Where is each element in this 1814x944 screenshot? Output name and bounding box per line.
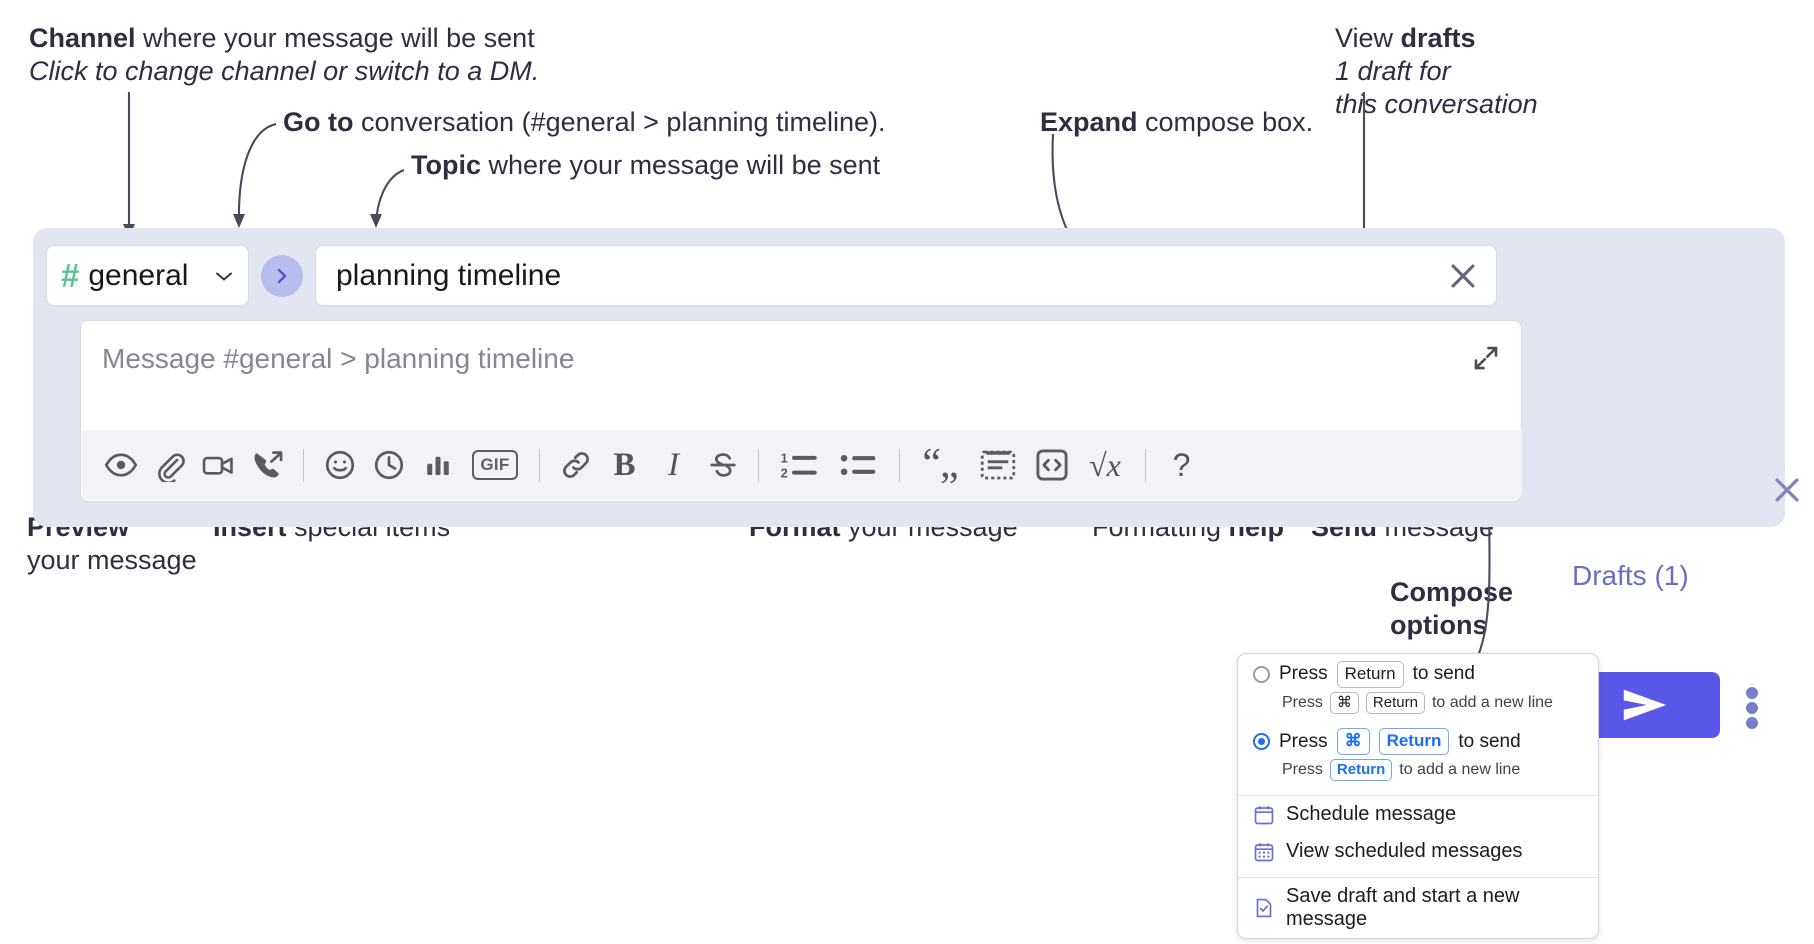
compose-header-row: # general planning timeline: [46, 245, 1497, 306]
kbd-return: Return: [1365, 691, 1425, 715]
calendar-grid-icon: [1254, 843, 1274, 862]
send-option-cmd-return[interactable]: Press ⌘ Return to send: [1238, 721, 1598, 758]
link-icon[interactable]: [551, 441, 600, 490]
annotation-channel-line2: Click to change channel or switch to a D…: [29, 55, 540, 86]
kebab-dot: [1746, 702, 1758, 714]
toolbar-divider: [899, 448, 900, 482]
chevron-right-icon: [277, 268, 287, 283]
menu-item-label: Schedule message: [1286, 803, 1457, 826]
menu-item-view-scheduled-messages[interactable]: View scheduled messages: [1238, 833, 1598, 870]
channel-name-label: general: [88, 258, 189, 292]
bold-icon[interactable]: B: [613, 446, 636, 483]
message-input-panel[interactable]: Message #general > planning timeline: [80, 320, 1522, 502]
menu-item-schedule-message[interactable]: Schedule message: [1238, 796, 1598, 833]
close-icon[interactable]: [1770, 473, 1804, 507]
drafts-link[interactable]: Drafts (1): [1572, 560, 1689, 591]
math-label: √x: [1089, 446, 1121, 483]
preview-icon[interactable]: [96, 441, 145, 490]
bulleted-list-icon[interactable]: [830, 441, 888, 490]
menu-divider: [1238, 795, 1598, 797]
kbd-return: Return: [1329, 759, 1393, 782]
compose-options-button[interactable]: [1746, 687, 1758, 729]
kbd-return: Return: [1336, 661, 1404, 688]
file-check-icon: [1256, 899, 1272, 918]
call-transfer-icon[interactable]: [243, 441, 292, 490]
compose-main: # general planning timeline: [33, 228, 1535, 527]
radio-cmd-return[interactable]: [1253, 733, 1270, 751]
menu-item-label: Save draft and start a new message: [1286, 885, 1520, 931]
expand-icon[interactable]: [1471, 343, 1501, 373]
option1-sub-pre: Press: [1282, 694, 1323, 712]
help-label: ?: [1172, 446, 1191, 483]
menu-item-save-draft[interactable]: Save draft and start a new message: [1238, 878, 1598, 938]
kbd-command: ⌘: [1329, 691, 1359, 715]
paperclip-icon[interactable]: [145, 441, 194, 490]
calendar-icon: [1254, 806, 1274, 825]
option1-sub-post: to add a new line: [1431, 694, 1553, 712]
menu-item-label: View scheduled messages: [1286, 840, 1523, 863]
svg-text:1: 1: [781, 450, 788, 465]
strikethrough-icon[interactable]: [698, 441, 747, 490]
annotation-channel: Channel where your message will be sent …: [29, 22, 539, 88]
video-icon[interactable]: [194, 441, 243, 490]
option2-sub-pre: Press: [1282, 761, 1323, 779]
kbd-command: ⌘: [1336, 728, 1370, 756]
ordered-list-icon[interactable]: 1 2: [770, 441, 830, 490]
help-icon[interactable]: ?: [1157, 441, 1206, 490]
code-icon[interactable]: [1027, 441, 1076, 490]
emoji-icon[interactable]: [315, 441, 364, 490]
poll-icon[interactable]: [413, 441, 462, 490]
annotation-goto: Go to conversation (#general > planning …: [283, 107, 886, 137]
goto-conversation-button[interactable]: [261, 254, 303, 297]
menu-divider: [1238, 877, 1598, 879]
toolbar-divider: [758, 448, 759, 482]
option2-pre: Press: [1279, 730, 1328, 752]
clock-icon[interactable]: [364, 441, 413, 490]
clear-topic-icon[interactable]: [1446, 259, 1480, 293]
annotation-topic: Topic where your message will be sent: [411, 150, 881, 180]
radio-return[interactable]: [1253, 665, 1270, 683]
gif-label: GIF: [472, 450, 518, 480]
option2-post: to send: [1458, 730, 1521, 752]
send-option-return[interactable]: Press Return to send: [1238, 654, 1598, 691]
send-option-return-hint: Press ⌘ Return to add a new line: [1238, 691, 1598, 721]
compose-options-menu: Press Return to send Press ⌘ Return to a…: [1237, 653, 1599, 940]
kebab-dot: [1746, 687, 1758, 699]
math-icon[interactable]: √x: [1076, 441, 1134, 490]
kbd-return: Return: [1378, 728, 1450, 756]
compose-widget: # general planning timeline: [33, 228, 1799, 738]
italic-icon[interactable]: I: [668, 446, 679, 483]
kebab-dot: [1746, 717, 1758, 729]
blockquote-icon[interactable]: “„: [922, 441, 958, 488]
option2-sub-post: to add a new line: [1399, 761, 1521, 779]
gif-icon[interactable]: GIF: [462, 441, 528, 490]
annotation-drafts: View drafts 1 draft for this conversatio…: [1335, 23, 1538, 119]
channel-selector[interactable]: # general: [46, 245, 249, 306]
toolbar-divider: [539, 448, 540, 482]
annotation-channel-line1: Channel where your message will be sent: [29, 23, 535, 53]
option1-pre: Press: [1279, 663, 1328, 685]
option1-post: to send: [1412, 663, 1475, 685]
svg-text:2: 2: [781, 466, 788, 480]
send-icon: [1623, 689, 1667, 721]
topic-field[interactable]: planning timeline: [315, 245, 1497, 306]
code-block-icon[interactable]: [969, 441, 1027, 490]
chevron-down-icon: [216, 272, 232, 281]
toolbar-divider: [1145, 448, 1146, 482]
hash-icon: #: [61, 257, 80, 294]
message-placeholder: Message #general > planning timeline: [102, 343, 575, 374]
formatting-toolbar: GIF B I: [82, 430, 1522, 500]
topic-value: planning timeline: [336, 258, 562, 292]
toolbar-divider: [303, 448, 304, 482]
send-option-cmd-return-hint: Press Return to add a new line: [1238, 758, 1598, 788]
annotation-expand: Expand compose box.: [1040, 107, 1314, 137]
